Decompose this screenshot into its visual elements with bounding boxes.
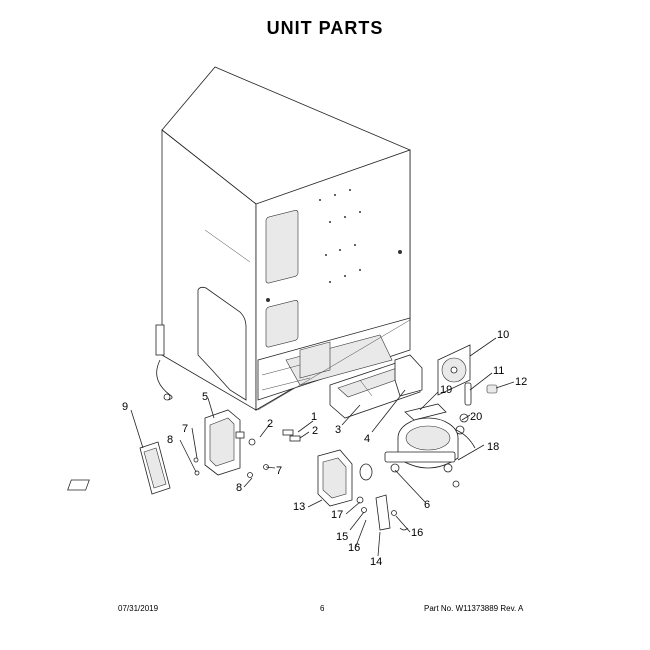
small-hardware: [356, 496, 409, 531]
callout-8b: 8: [236, 482, 242, 494]
footer-part-number: Part No. W11373889 Rev. A: [424, 604, 524, 613]
mounting-bracket: [375, 494, 391, 531]
callout-2a: 2: [267, 418, 273, 430]
callout-8a: 8: [167, 434, 173, 446]
leader-lines: [130, 337, 515, 557]
callout-13: 13: [293, 501, 305, 513]
relay-cover: [404, 403, 447, 421]
callout-16b: 16: [411, 527, 423, 539]
callout-7b: 7: [276, 465, 282, 477]
compressor: [384, 413, 476, 488]
callout-14: 14: [370, 556, 382, 568]
callout-18: 18: [487, 441, 499, 453]
callout-10: 10: [497, 329, 509, 341]
grommet: [486, 384, 498, 394]
callout-3: 3: [335, 424, 341, 436]
callout-9: 9: [122, 401, 128, 413]
callout-16a: 16: [348, 542, 360, 554]
condenser-fan: [437, 344, 471, 396]
callout-17: 17: [331, 509, 343, 521]
callout-15: 15: [336, 531, 348, 543]
screws-and-clips: [67, 429, 301, 491]
side-panel: [139, 441, 171, 495]
page-title: UNIT PARTS: [266, 18, 384, 38]
callout-5: 5: [202, 391, 208, 403]
callout-20: 20: [470, 411, 482, 423]
drain-pan: [394, 354, 423, 397]
cabinet-body: [155, 66, 411, 411]
callout-4: 4: [364, 433, 370, 445]
callout-11: 11: [493, 365, 504, 377]
footer-date: 07/31/2019: [118, 604, 159, 613]
callout-19: 19: [440, 384, 452, 396]
callout-2b: 2: [312, 425, 318, 437]
control-box: [204, 409, 256, 476]
callout-labels: 1 2 2 3 4 5 6 7 7 8 8 9 10 11 12 13 14 1…: [122, 329, 527, 568]
callout-1: 1: [311, 411, 317, 423]
callout-7a: 7: [182, 423, 188, 435]
callout-6: 6: [424, 499, 430, 511]
callout-12: 12: [515, 376, 527, 388]
drier-filter: [464, 382, 472, 406]
footer-page-number: 6: [320, 604, 325, 613]
start-relay-box: [317, 449, 373, 507]
